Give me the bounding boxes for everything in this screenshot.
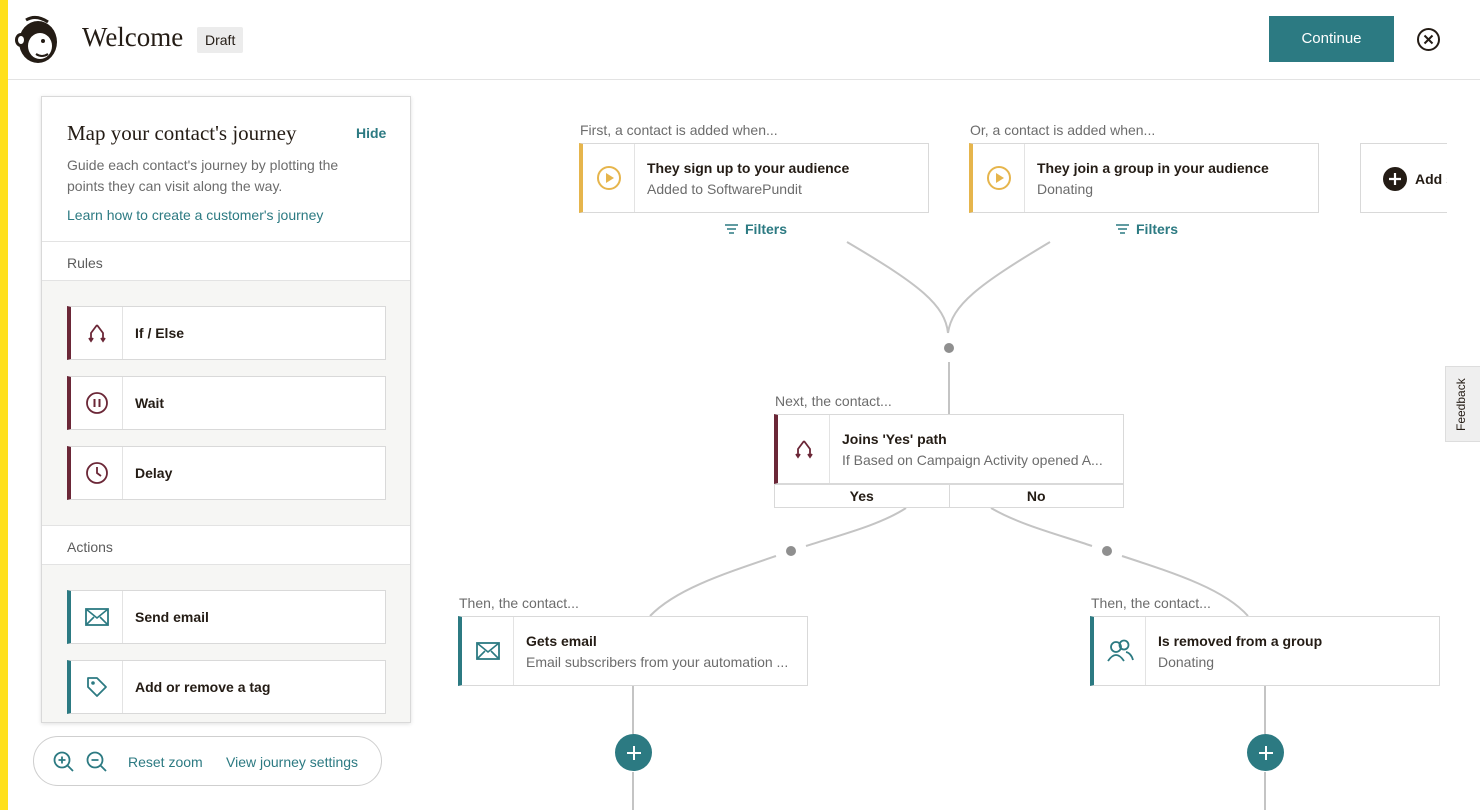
hide-panel-link[interactable]: Hide bbox=[356, 125, 387, 141]
tag-icon bbox=[71, 661, 123, 713]
branch-icon bbox=[71, 307, 123, 359]
trigger-caption: Or, a contact is added when... bbox=[970, 122, 1156, 138]
node-title: Joins 'Yes' path bbox=[842, 431, 947, 447]
node-subtitle: Donating bbox=[1037, 181, 1094, 197]
actions-heading: Actions bbox=[67, 539, 113, 555]
actions-section-header: Actions bbox=[42, 525, 410, 565]
pause-icon bbox=[71, 377, 123, 429]
branch-icon bbox=[778, 415, 830, 483]
action-card-label: Send email bbox=[135, 609, 209, 625]
action-card-send-email[interactable]: Send email bbox=[67, 590, 386, 644]
top-header: Welcome Draft Continue bbox=[8, 0, 1480, 80]
rules-heading: Rules bbox=[67, 255, 103, 271]
node-title: They join a group in your audience bbox=[1037, 160, 1269, 176]
play-icon bbox=[583, 144, 635, 212]
panel-description: Guide each contact's journey by plotting… bbox=[67, 157, 339, 194]
filter-icon bbox=[725, 224, 738, 234]
filters-button[interactable]: Filters bbox=[1115, 221, 1178, 237]
rule-caption: Next, the contact... bbox=[775, 393, 892, 409]
rule-card-delay[interactable]: Delay bbox=[67, 446, 386, 500]
node-subtitle: Added to SoftwarePundit bbox=[647, 181, 802, 197]
node-title: Is removed from a group bbox=[1158, 633, 1323, 649]
plus-circle-icon bbox=[1383, 167, 1407, 191]
filters-label: Filters bbox=[745, 221, 788, 237]
yes-path-tab[interactable]: Yes bbox=[849, 488, 874, 504]
zoom-in-icon[interactable] bbox=[52, 750, 76, 774]
rule-card-label: Wait bbox=[135, 395, 165, 411]
learn-journey-link[interactable]: Learn how to create a customer's journey bbox=[67, 207, 324, 223]
clock-icon bbox=[71, 447, 123, 499]
continue-button[interactable]: Continue bbox=[1269, 16, 1394, 62]
journey-builder-panel: Map your contact's journey Hide Guide ea… bbox=[41, 96, 411, 723]
reset-zoom-button[interactable]: Reset zoom bbox=[128, 754, 203, 770]
no-path-tab[interactable]: No bbox=[948, 485, 1124, 507]
action-card-label: Add or remove a tag bbox=[135, 679, 271, 695]
plus-icon bbox=[626, 745, 641, 760]
node-title: Gets email bbox=[526, 633, 597, 649]
panel-title: Map your contact's journey bbox=[67, 121, 297, 145]
feedback-tab[interactable]: Feedback bbox=[1445, 366, 1480, 442]
rules-section: If / Else Wait Delay bbox=[42, 281, 410, 525]
rule-card-label: Delay bbox=[135, 465, 173, 481]
filter-icon bbox=[1116, 224, 1129, 234]
play-icon bbox=[973, 144, 1025, 212]
rules-section-header: Rules bbox=[42, 241, 410, 281]
feedback-label: Feedback bbox=[1454, 378, 1468, 431]
mailchimp-logo-icon[interactable] bbox=[12, 14, 62, 66]
add-step-button[interactable] bbox=[1247, 734, 1284, 771]
node-subtitle: Donating bbox=[1158, 654, 1215, 670]
action-caption: Then, the contact... bbox=[1091, 595, 1211, 611]
trigger-caption: First, a contact is added when... bbox=[580, 122, 778, 138]
group-icon bbox=[1094, 617, 1146, 685]
plus-icon bbox=[1258, 745, 1273, 760]
rule-card-if-else[interactable]: If / Else bbox=[67, 306, 386, 360]
zoom-out-icon[interactable] bbox=[85, 750, 109, 774]
brand-strip bbox=[0, 0, 8, 810]
trigger-node-group[interactable]: They join a group in your audience Donat… bbox=[969, 143, 1319, 213]
yes-no-paths: Yes No bbox=[774, 484, 1124, 508]
rule-card-label: If / Else bbox=[135, 325, 185, 341]
add-step-button[interactable] bbox=[615, 734, 652, 771]
view-journey-settings-button[interactable]: View journey settings bbox=[226, 754, 359, 770]
node-subtitle: If Based on Campaign Activity opened A..… bbox=[842, 452, 1103, 468]
node-title: They sign up to your audience bbox=[647, 160, 850, 176]
status-badge: Draft bbox=[197, 27, 244, 53]
zoom-controls: Reset zoom View journey settings bbox=[33, 736, 382, 786]
action-caption: Then, the contact... bbox=[459, 595, 579, 611]
add-starting-point-label: Add starting point bbox=[1415, 171, 1447, 187]
envelope-icon bbox=[462, 617, 514, 685]
action-node-remove-group[interactable]: Is removed from a group Donating bbox=[1090, 616, 1440, 686]
rule-card-wait[interactable]: Wait bbox=[67, 376, 386, 430]
add-starting-point-button[interactable]: Add starting point bbox=[1360, 143, 1447, 213]
page-title: Welcome bbox=[82, 22, 184, 52]
trigger-node-signup[interactable]: They sign up to your audience Added to S… bbox=[579, 143, 929, 213]
action-node-gets-email[interactable]: Gets email Email subscribers from your a… bbox=[458, 616, 808, 686]
filters-label: Filters bbox=[1136, 221, 1179, 237]
envelope-icon bbox=[71, 591, 123, 643]
action-card-tag[interactable]: Add or remove a tag bbox=[67, 660, 386, 714]
filters-button[interactable]: Filters bbox=[724, 221, 787, 237]
rule-node-if-else[interactable]: Joins 'Yes' path If Based on Campaign Ac… bbox=[774, 414, 1124, 484]
node-subtitle: Email subscribers from your automation .… bbox=[526, 654, 789, 670]
actions-section: Send email Add or remove a tag bbox=[42, 565, 410, 722]
close-icon[interactable] bbox=[1416, 27, 1441, 52]
